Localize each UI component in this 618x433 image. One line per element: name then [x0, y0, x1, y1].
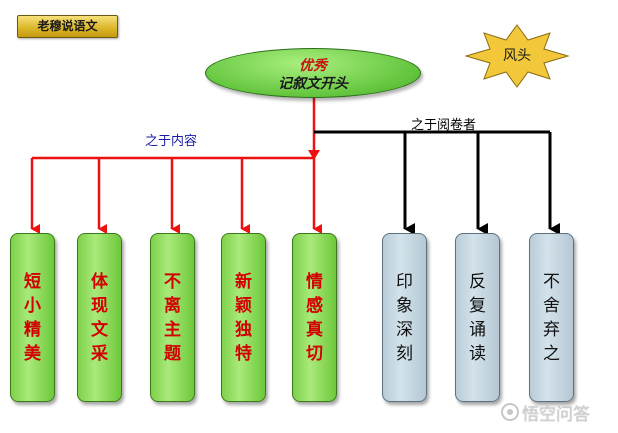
- content-branch-label: 之于内容: [145, 134, 198, 149]
- content-box-text: 短小精美: [24, 271, 41, 364]
- reader-box-3: 不舍弃之: [529, 233, 574, 402]
- star-label: 风头: [503, 48, 531, 64]
- watermark: 悟空问答: [500, 398, 618, 425]
- content-branch-lines: [30, 96, 322, 234]
- left-arrow-tip: [308, 150, 320, 160]
- star-callout: 风头: [462, 23, 572, 89]
- content-box-5: 情感真切: [292, 233, 337, 402]
- watermark-text: 悟空问答: [522, 405, 590, 425]
- reader-box-text: 不舍弃之: [543, 271, 560, 364]
- central-topic-line2: 记叙文开头: [278, 76, 348, 92]
- reader-box-1: 印象深刻: [382, 233, 427, 402]
- content-box-text: 情感真切: [306, 271, 323, 364]
- reader-branch-label: 之于阅卷者: [411, 118, 477, 133]
- central-topic-ellipse: 优秀 记叙文开头: [205, 48, 421, 98]
- star-shape: [464, 24, 570, 88]
- reader-box-text: 反复诵读: [469, 271, 486, 364]
- content-box-4: 新颖独特: [221, 233, 266, 402]
- reader-box-2: 反复诵读: [455, 233, 500, 402]
- content-box-3: 不离主题: [150, 233, 195, 402]
- author-badge: 老穆说语文: [17, 15, 118, 38]
- content-box-2: 体现文采: [77, 233, 122, 402]
- central-topic-line1: 优秀: [299, 58, 327, 74]
- content-box-text: 不离主题: [164, 271, 181, 364]
- reader-box-text: 印象深刻: [396, 271, 413, 364]
- reader-branch-lines: [314, 130, 560, 235]
- content-box-text: 新颖独特: [235, 271, 252, 364]
- content-box-text: 体现文采: [91, 271, 108, 364]
- content-box-1: 短小精美: [10, 233, 55, 402]
- watermark-logo-icon: [501, 403, 519, 421]
